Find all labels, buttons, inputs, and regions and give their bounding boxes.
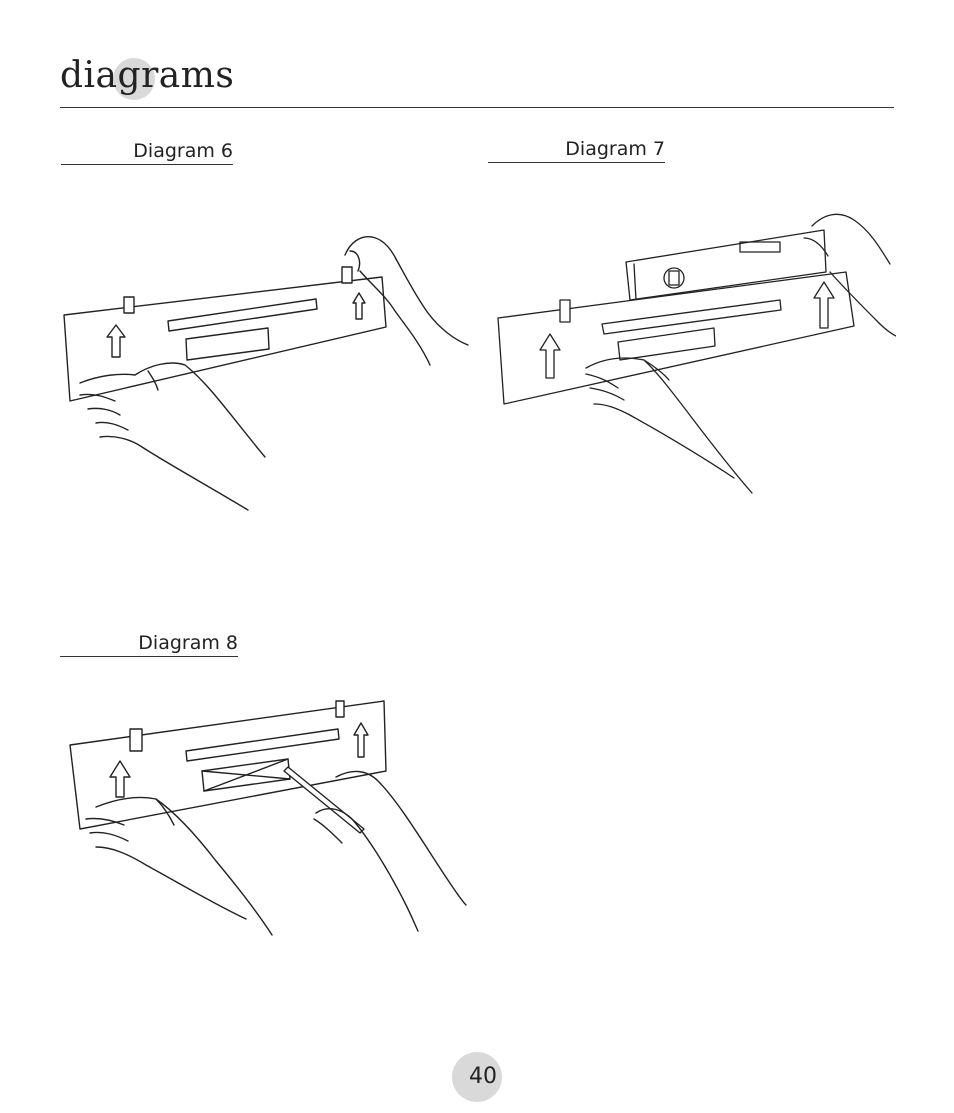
board-clip-left (124, 297, 134, 313)
board-clip-right (336, 701, 344, 717)
diagram-6-caption: Diagram 6 (61, 140, 233, 165)
title-divider (60, 107, 894, 108)
diagram-8-illustration (66, 695, 470, 945)
diagram-7-illustration (494, 208, 896, 498)
page-number: 40 (452, 1052, 514, 1102)
board-clip-left (130, 729, 142, 751)
board-clip-left (560, 300, 570, 322)
diagram-7-caption: Diagram 7 (488, 138, 665, 163)
diagram-8-caption: Diagram 8 (60, 632, 238, 657)
page-title: diagrams (60, 55, 234, 96)
diagram-6-illustration (60, 225, 470, 515)
right-hand (314, 771, 466, 931)
board-clip-right (342, 267, 352, 283)
